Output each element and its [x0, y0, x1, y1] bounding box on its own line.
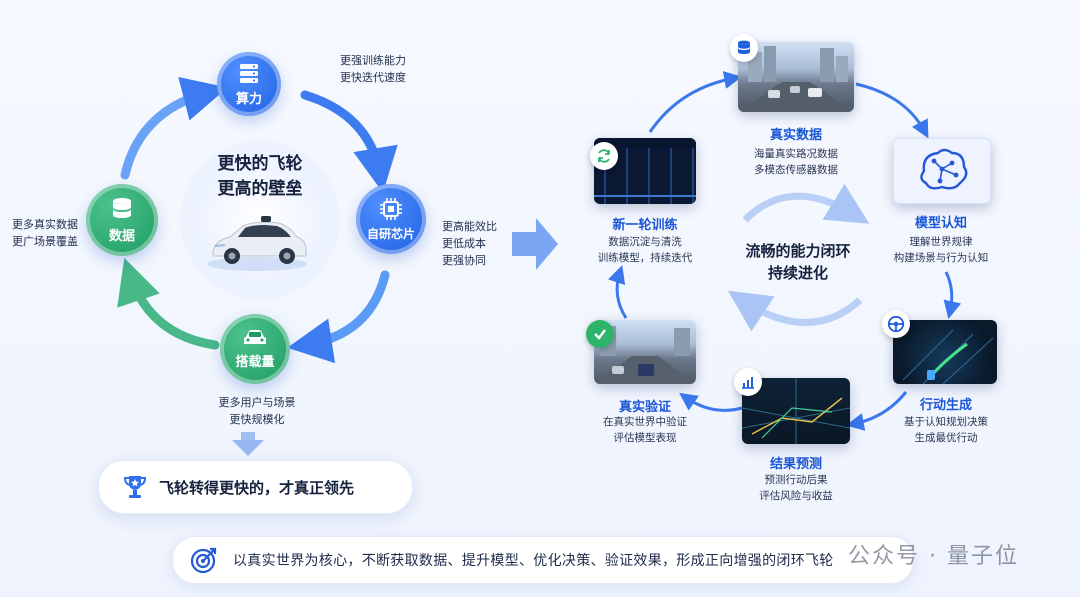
verify-desc: 在真实世界中验证 评估模型表现: [575, 414, 715, 446]
action-desc-2: 生成最优行动: [914, 432, 978, 444]
verify-desc-2: 评估模型表现: [613, 432, 677, 444]
loop-center-title: 流畅的能力闭环 持续进化: [728, 240, 868, 284]
compute-label: 算力: [235, 91, 262, 107]
verify-title: 真实验证: [618, 400, 671, 415]
verify-desc-1: 在真实世界中验证: [603, 416, 687, 428]
action-desc-1: 基于认知规划决策: [904, 416, 988, 428]
flywheel-banner: 飞轮转得更快的，才真正领先: [98, 460, 413, 514]
fleet-label: 搭载量: [235, 354, 275, 370]
action-desc: 基于认知规划决策 生成最优行动: [876, 414, 1016, 446]
flywheel-center-line2: 更高的壁垒: [217, 179, 303, 199]
fleet-note-2: 更快规模化: [229, 413, 285, 426]
retrain-desc-2: 训练模型，持续迭代: [597, 252, 693, 264]
chip-label: 自研芯片: [366, 226, 415, 241]
loop-center-line2: 持续进化: [767, 264, 828, 282]
server-icon: [240, 63, 258, 83]
data-label: 数据: [108, 228, 135, 244]
check-badge: [586, 320, 614, 348]
chart-icon: [742, 377, 754, 389]
compute-note-2: 更快迭代速度: [340, 71, 406, 84]
chip-node: 自研芯片: [356, 184, 426, 254]
compute-node: 算力: [217, 52, 281, 116]
trophy-icon: [123, 476, 147, 498]
retrain-desc: 数据沉淀与清洗 训练模型，持续迭代: [575, 234, 715, 266]
real-data-desc-1: 海量真实路况数据: [754, 148, 838, 160]
refresh-badge: [590, 142, 618, 170]
flywheel-center-line1: 更快的飞轮: [217, 154, 303, 174]
retrain-title: 新一轮训练: [612, 218, 678, 233]
real-data-title: 真实数据: [769, 128, 822, 143]
loop-center-line1: 流畅的能力闭环: [745, 242, 851, 260]
action-image: [893, 320, 997, 384]
data-notes: 更多真实数据 更广场景覆盖: [12, 216, 78, 250]
data-node: 数据: [86, 184, 158, 256]
model-title: 模型认知: [914, 216, 967, 231]
brain-icon: [920, 148, 968, 190]
model-desc-1: 理解世界规律: [909, 236, 973, 248]
steering-wheel-icon: [887, 315, 905, 333]
retrain-desc-1: 数据沉淀与清洗: [608, 236, 682, 248]
fleet-notes: 更多用户与场景 更快规模化: [214, 394, 300, 428]
compute-notes: 更强训练能力 更快迭代速度: [340, 52, 406, 86]
data-note-1: 更多真实数据: [12, 218, 78, 231]
verify-image: [594, 320, 696, 384]
car-front-icon: [244, 329, 266, 344]
compute-note-1: 更强训练能力: [340, 54, 406, 67]
chip-icon: [380, 197, 402, 220]
check-icon: [594, 329, 606, 340]
chip-note-1: 更高能效比: [442, 220, 497, 233]
flywheel-center-glow: [180, 140, 340, 300]
footer-text: 以真实世界为核心，不断获取数据、提升模型、优化决策、验证效果，形成正向增强的闭环…: [233, 553, 834, 569]
chip-note-2: 更低成本: [442, 237, 486, 250]
predict-desc: 预测行动后果 评估风险与收益: [726, 472, 866, 504]
car-icon: [207, 216, 307, 271]
fleet-node: 搭载量: [220, 314, 290, 384]
chip-notes: 更高能效比 更低成本 更强协同: [442, 218, 497, 269]
database-badge: [730, 34, 758, 62]
banner-text: 飞轮转得更快的，才真正领先: [159, 478, 355, 497]
real-data-desc-2: 多模态传感器数据: [754, 164, 838, 176]
model-image: [893, 138, 991, 204]
data-note-2: 更广场景覆盖: [12, 235, 78, 248]
action-title: 行动生成: [919, 398, 972, 413]
refresh-icon: [598, 149, 610, 163]
steering-badge: [882, 310, 910, 338]
real-data-desc: 海量真实路况数据 多模态传感器数据: [726, 146, 866, 178]
model-desc-2: 构建场景与行为认知: [893, 252, 989, 264]
database-icon: [738, 40, 750, 54]
predict-title: 结果预测: [769, 457, 822, 472]
predict-desc-2: 评估风险与收益: [759, 490, 833, 502]
fleet-note-1: 更多用户与场景: [218, 396, 296, 409]
predict-desc-1: 预测行动后果: [764, 474, 828, 486]
watermark: 公众号 · 量子位: [848, 544, 1019, 569]
model-desc: 理解世界规律 构建场景与行为认知: [871, 234, 1011, 266]
target-icon: [190, 547, 217, 574]
database-icon: [113, 197, 131, 218]
chart-badge: [734, 368, 762, 396]
flywheel-center-title: 更快的飞轮 更高的壁垒: [185, 152, 335, 202]
chip-note-3: 更强协同: [442, 254, 486, 267]
footer-banner: 以真实世界为核心，不断获取数据、提升模型、优化决策、验证效果，形成正向增强的闭环…: [172, 536, 914, 584]
